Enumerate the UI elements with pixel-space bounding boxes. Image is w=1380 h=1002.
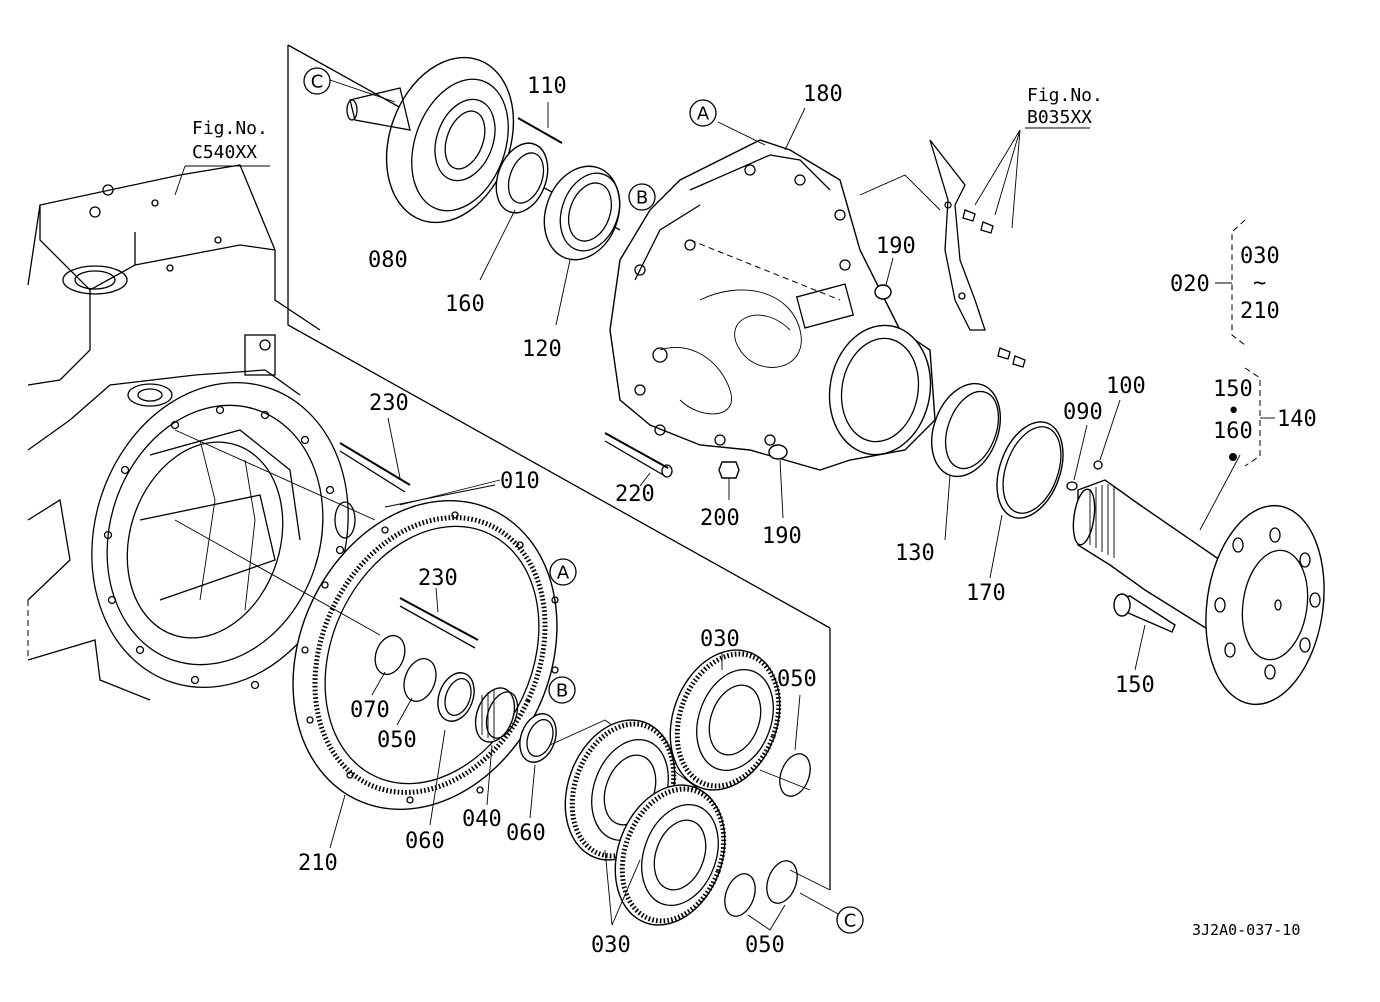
label-100: 100 (1106, 374, 1146, 399)
label-210-range: 210 (1240, 299, 1280, 324)
label-200: 200 (700, 506, 740, 531)
label-050-right: 050 (777, 667, 817, 692)
label-110: 110 (527, 74, 567, 99)
label-050-left: 050 (377, 728, 417, 753)
thrust-washer-060-left (429, 672, 475, 826)
oil-seal-130 (931, 382, 1001, 541)
rear-axle-140 (1072, 453, 1325, 706)
label-030-bottom: 030 (591, 933, 631, 958)
label-210: 210 (298, 851, 338, 876)
label-010: 010 (500, 469, 540, 494)
label-150: 150 (1115, 673, 1155, 698)
label-180: 180 (803, 82, 843, 107)
planet-gear-030-top (669, 649, 782, 791)
label-230-top: 230 (369, 391, 409, 416)
stud-230-top (339, 417, 411, 493)
stud-bolt-220 (604, 432, 673, 487)
snap-ring-050-bottom-a (724, 873, 756, 917)
label-220: 220 (615, 482, 655, 507)
pin-110 (517, 102, 563, 144)
ref-letter-c-bottom: C (836, 906, 864, 934)
label-230-mid: 230 (418, 566, 458, 591)
svg-text:A: A (697, 104, 710, 125)
snap-ring-050-left (396, 658, 437, 726)
axle-housing-180 (609, 107, 941, 471)
fig-ref-c540-leader (174, 165, 186, 196)
group-dot: • (1227, 399, 1240, 424)
label-070: 070 (350, 698, 390, 723)
label-030-range: 030 (1240, 244, 1280, 269)
label-140: 140 (1277, 407, 1317, 432)
fig-ref-b035-line1: Fig.No. (1027, 85, 1103, 106)
ref-letter-c-top: C (303, 67, 331, 95)
fig-ref-b035-line2: B035XX (1027, 107, 1092, 128)
snap-ring-070 (371, 634, 406, 696)
label-160-group: 160 (1213, 419, 1253, 444)
snap-ring-050-right (759, 694, 811, 797)
label-090: 090 (1063, 400, 1103, 425)
planet-gear-030-bottom (604, 784, 727, 926)
label-040: 040 (462, 807, 502, 832)
label-160: 160 (445, 292, 485, 317)
label-010-leader (399, 479, 501, 506)
figure-code: 3J2A0-037-10 (1192, 921, 1300, 939)
label-030-top: 030 (700, 627, 740, 652)
transmission-housing (27, 164, 356, 701)
svg-text:C: C (311, 72, 324, 93)
plug-190-top (874, 257, 894, 300)
ref-letter-b-top: B (628, 183, 656, 211)
thrust-washer-060-right (519, 713, 557, 819)
stud-230-mid (399, 587, 479, 649)
label-060-left: 060 (405, 829, 445, 854)
drain-plug-200 (718, 461, 740, 500)
range-tilde: ~ (1253, 271, 1266, 296)
bearing-120 (543, 165, 621, 326)
ref-letter-a-top: A (689, 99, 717, 127)
label-120: 120 (522, 337, 562, 362)
label-130: 130 (895, 541, 935, 566)
plug-190-bottom (768, 444, 788, 519)
snap-ring-050-bottom-b (747, 860, 841, 931)
label-060-right: 060 (506, 821, 546, 846)
svg-text:C: C (844, 911, 857, 932)
group-140-bracket (1244, 367, 1261, 467)
fig-ref-c540-line2: C540XX (192, 142, 257, 163)
svg-text:B: B (556, 681, 568, 702)
label-150-group: 150 (1213, 377, 1253, 402)
svg-text:B: B (636, 188, 648, 209)
group-020-bracket (1231, 219, 1246, 346)
bracket-b035 (929, 127, 1090, 368)
planetary-carrier-080 (329, 56, 515, 224)
hub-bolt-150 (1113, 593, 1176, 671)
ref-letter-b-bottom: B (548, 676, 576, 704)
ball-090 (1066, 424, 1088, 491)
ref-letter-a-bottom: A (549, 558, 577, 586)
o-ring-170 (989, 421, 1064, 579)
label-190-bottom: 190 (762, 524, 802, 549)
label-190-top: 190 (876, 234, 916, 259)
svg-text:A: A (557, 563, 570, 584)
label-050-bottom: 050 (745, 933, 785, 958)
label-020: 020 (1170, 272, 1210, 297)
label-080: 080 (368, 248, 408, 273)
key-100 (1093, 399, 1121, 470)
label-170: 170 (966, 581, 1006, 606)
lock-nut-160 (479, 142, 549, 281)
needle-bearing-040 (474, 687, 519, 806)
fig-ref-c540-line1: Fig.No. (192, 118, 268, 139)
